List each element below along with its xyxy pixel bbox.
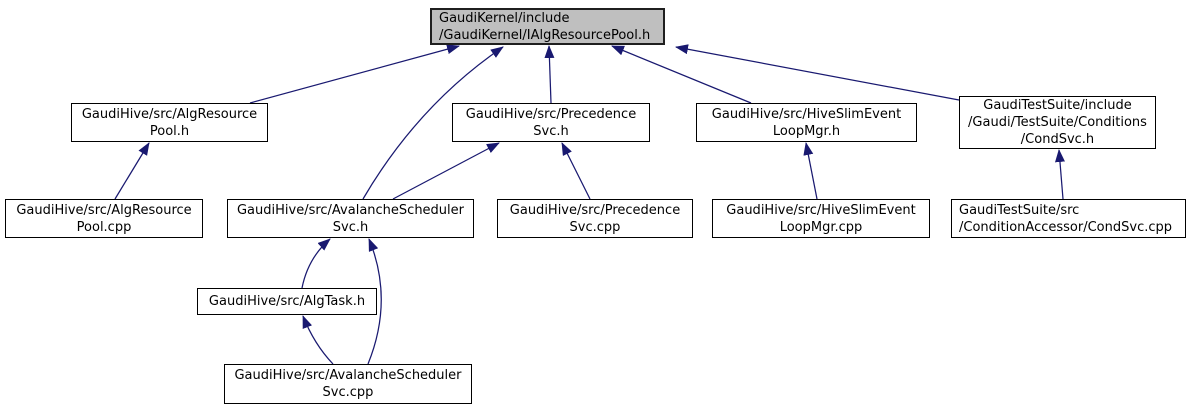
edge-avalancheschedulersvc_cpp-to-avalancheschedulersvc_h (367, 238, 382, 365)
edge-avalancheschedulersvc_h-to-precedencesvc_h (392, 142, 500, 200)
edge-algtask_h-to-avalancheschedulersvc_h (301, 238, 331, 289)
node-gaudihive-avalancheschedulersvc-cpp[interactable]: GaudiHive/src/AvalancheScheduler Svc.cpp (224, 364, 472, 404)
edge-precedencesvc_cpp-to-precedencesvc_h (561, 142, 591, 200)
edge-avalancheschedulersvc_cpp-to-algtask_h (302, 315, 334, 365)
node-gaudihive-precedencesvc-cpp[interactable]: GaudiHive/src/Precedence Svc.cpp (497, 199, 693, 238)
node-gauditestsuite-condsvc-cpp[interactable]: GaudiTestSuite/src /ConditionAccessor/Co… (951, 199, 1186, 238)
edge-hiveslimeventloopmgr_h-to-ialgresourcepool_h (611, 45, 752, 104)
node-gaudihive-precedencesvc-h[interactable]: GaudiHive/src/Precedence Svc.h (452, 103, 650, 142)
node-gaudihive-algresourcepool-cpp[interactable]: GaudiHive/src/AlgResource Pool.cpp (5, 199, 203, 238)
edge-algresourcepool_h-to-ialgresourcepool_h (249, 44, 460, 104)
node-gauditestsuite-condsvc-h[interactable]: GaudiTestSuite/include /Gaudi/TestSuite/… (959, 96, 1156, 149)
edge-condsvc_h-to-ialgresourcepool_h (675, 44, 960, 101)
edge-precedencesvc_h-to-ialgresourcepool_h (544, 45, 555, 104)
node-gaudihive-hiveslimeventloopmgr-h[interactable]: GaudiHive/src/HiveSlimEvent LoopMgr.h (696, 103, 917, 142)
node-gaudikernel-ialgresourcepool-h[interactable]: GaudiKernel/include /GaudiKernel/IAlgRes… (430, 8, 665, 45)
edge-hiveslimeventloopmgr_cpp-to-hiveslimeventloopmgr_h (803, 142, 818, 200)
edge-algresourcepool_cpp-to-algresourcepool_h (114, 142, 150, 200)
node-gaudihive-hiveslimeventloopmgr-cpp[interactable]: GaudiHive/src/HiveSlimEvent LoopMgr.cpp (712, 199, 930, 238)
node-gaudihive-algresourcepool-h[interactable]: GaudiHive/src/AlgResource Pool.h (71, 103, 268, 142)
edge-avalancheschedulersvc_h-to-ialgresourcepool_h (362, 46, 504, 200)
node-gaudihive-algtask-h[interactable]: GaudiHive/src/AlgTask.h (197, 288, 377, 315)
edge-condsvc_cpp-to-condsvc_h (1054, 149, 1065, 200)
node-gaudihive-avalancheschedulersvc-h[interactable]: GaudiHive/src/AvalancheScheduler Svc.h (227, 199, 474, 238)
